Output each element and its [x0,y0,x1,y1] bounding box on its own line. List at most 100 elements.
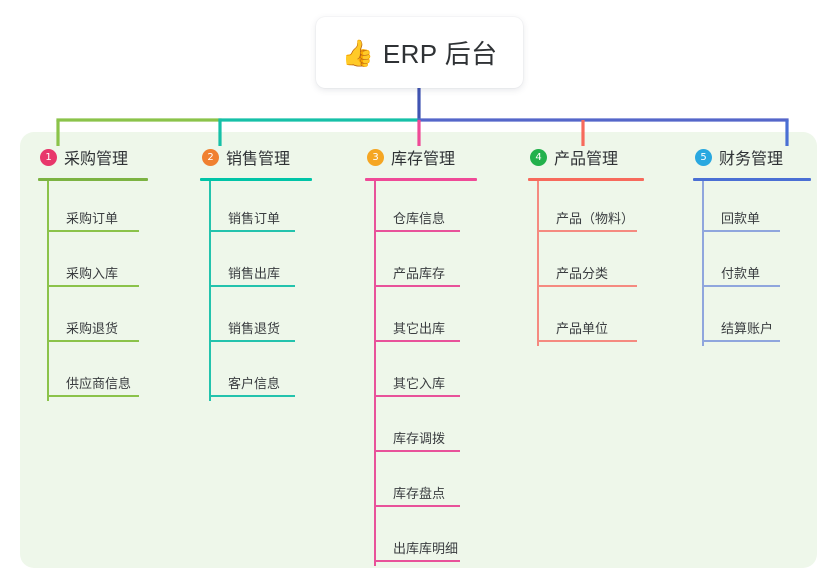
list-item[interactable]: 客户信息 [200,346,312,401]
list-item[interactable]: 产品（物料） [528,181,644,236]
list-item-label: 采购退货 [66,321,119,336]
list-item-underline [702,285,780,287]
column-产品管理: 4 产品管理产品（物料） 产品分类产品单位 [528,144,644,346]
list-item[interactable]: 采购入库 [38,236,148,291]
list-item-underline [537,340,637,342]
list-item-underline [47,395,139,397]
list-item-underline [702,340,780,342]
column-badge-2: 2 [202,148,219,166]
list-item[interactable]: 其它出库 [365,291,477,346]
root-node-card[interactable]: 👍 ERP 后台 [316,17,523,88]
list-item-underline [209,395,295,397]
list-item-underline [47,230,139,232]
column-header-5[interactable]: 5 财务管理 [693,144,811,170]
list-item-label: 结算账户 [721,321,774,336]
column-items: 回款单付款单结算账户 [693,181,811,346]
mindmap-panel [20,132,817,568]
list-item[interactable]: 仓库信息 [365,181,477,236]
list-item-underline [47,285,139,287]
list-item-underline [374,395,460,397]
column-header-2[interactable]: 2 销售管理 [200,144,312,170]
list-item-underline [374,340,460,342]
list-item-label: 产品单位 [556,321,609,336]
list-item[interactable]: 回款单 [693,181,811,236]
list-item-underline [47,340,139,342]
column-items: 销售订单销售出库销售退货客户信息 [200,181,312,401]
column-title: 库存管理 [391,151,456,168]
list-item-underline [374,560,460,562]
thumbs-up-icon: 👍 [341,37,374,68]
column-采购管理: 1 采购管理采购订单采购入库采购退货供应商信息 [38,144,148,401]
list-item[interactable]: 销售退货 [200,291,312,346]
list-item[interactable]: 销售出库 [200,236,312,291]
column-spine [537,181,539,346]
column-spine [374,181,376,566]
list-item-underline [374,450,460,452]
list-item-label: 供应商信息 [66,376,132,391]
list-item-underline [374,285,460,287]
list-item-label: 客户信息 [228,376,281,391]
list-item[interactable]: 其它入库 [365,346,477,401]
column-header-4[interactable]: 4 产品管理 [528,144,644,170]
list-item-label: 库存调拨 [393,431,446,446]
column-title: 产品管理 [554,151,619,168]
column-underline [528,178,644,181]
list-item-label: 仓库信息 [393,211,446,226]
list-item-underline [209,340,295,342]
list-item[interactable]: 结算账户 [693,291,811,346]
column-销售管理: 2 销售管理销售订单销售出库销售退货客户信息 [200,144,312,401]
column-财务管理: 5 财务管理回款单付款单结算账户 [693,144,811,346]
list-item-underline [209,285,295,287]
list-item-underline [537,285,637,287]
list-item-label: 产品库存 [393,266,446,281]
column-items: 采购订单采购入库采购退货供应商信息 [38,181,148,401]
list-item-label: 产品（物料） [556,211,635,226]
list-item[interactable]: 采购订单 [38,181,148,236]
list-item-underline [374,505,460,507]
list-item-label: 其它出库 [393,321,446,336]
list-item-label: 回款单 [721,211,761,226]
list-item-label: 出库库明细 [393,541,459,556]
column-库存管理: 3 库存管理仓库信息产品库存其它出库其它入库库存调拨库存盘点出库库明细 [365,144,477,566]
column-badge-1: 1 [40,148,57,166]
list-item-label: 其它入库 [393,376,446,391]
column-underline [200,178,312,181]
list-item-underline [702,230,780,232]
column-spine [47,181,49,401]
list-item[interactable]: 库存盘点 [365,456,477,511]
column-badge-3: 3 [367,148,384,166]
list-item[interactable]: 销售订单 [200,181,312,236]
column-title: 销售管理 [226,151,291,168]
list-item-label: 采购订单 [66,211,119,226]
list-item[interactable]: 采购退货 [38,291,148,346]
list-item[interactable]: 出库库明细 [365,511,477,566]
column-underline [365,178,477,181]
list-item-label: 库存盘点 [393,486,446,501]
list-item-label: 采购入库 [66,266,119,281]
column-badge-5: 5 [695,148,712,166]
list-item[interactable]: 库存调拨 [365,401,477,456]
list-item-label: 付款单 [721,266,761,281]
list-item[interactable]: 供应商信息 [38,346,148,401]
list-item-underline [209,230,295,232]
column-underline [693,178,811,181]
column-header-3[interactable]: 3 库存管理 [365,144,477,170]
list-item-label: 销售出库 [228,266,281,281]
column-underline [38,178,148,181]
column-items: 产品（物料） 产品分类产品单位 [528,181,644,346]
list-item-label: 销售订单 [228,211,281,226]
column-spine [209,181,211,401]
column-title: 财务管理 [719,151,784,168]
list-item-label: 销售退货 [228,321,281,336]
column-badge-4: 4 [530,148,547,166]
list-item[interactable]: 产品库存 [365,236,477,291]
column-title: 采购管理 [64,151,129,168]
list-item[interactable]: 产品单位 [528,291,644,346]
list-item[interactable]: 产品分类 [528,236,644,291]
column-header-1[interactable]: 1 采购管理 [38,144,148,170]
list-item-label: 产品分类 [556,266,609,281]
list-item[interactable]: 付款单 [693,236,811,291]
list-item-underline [374,230,460,232]
